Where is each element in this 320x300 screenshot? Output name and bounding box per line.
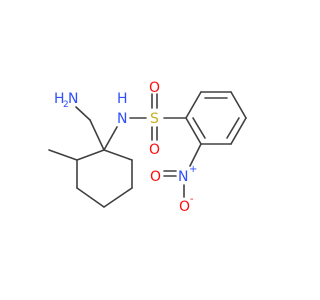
- s-o-bottom-double-bond: [151, 126, 158, 141]
- amine-h: H: [54, 91, 65, 107]
- nitro-o-bottom: O: [179, 199, 190, 215]
- nitro-n-charge: +: [189, 164, 197, 175]
- amide-nh-label: H N: [117, 91, 128, 127]
- c-nh-bond: [103, 126, 118, 151]
- sulfur-label: S: [150, 111, 159, 127]
- methyl-bond: [48, 149, 78, 161]
- sulfonyl-oxygen-top: O: [149, 80, 160, 96]
- amine-h-count: 2: [63, 100, 69, 110]
- nitro-o-left: O: [150, 169, 161, 185]
- s-o-top-double-bond: [151, 93, 158, 109]
- nitro-o-charge: -: [190, 194, 194, 205]
- cyclohexane-ring: [76, 149, 133, 208]
- nitro-n: N: [178, 169, 188, 185]
- nitro-n-o-double-bond: [163, 170, 177, 177]
- nitro-n-label: N +: [178, 164, 197, 185]
- benzene-ring: [185, 91, 247, 145]
- aryl-nitro-bond: [189, 143, 202, 167]
- nitro-o-bottom-label: O -: [179, 194, 194, 215]
- sulfonyl-oxygen-bottom: O: [149, 142, 160, 158]
- amide-n: N: [117, 111, 127, 127]
- ch2-n-bond: [75, 106, 91, 121]
- molecule-structure: H 2 N H N S O O N + O O -: [48, 80, 247, 215]
- ch2-bond: [89, 119, 105, 151]
- amide-h: H: [117, 91, 128, 107]
- amine-nh2-label: H 2 N: [54, 91, 78, 110]
- amine-n: N: [68, 91, 78, 107]
